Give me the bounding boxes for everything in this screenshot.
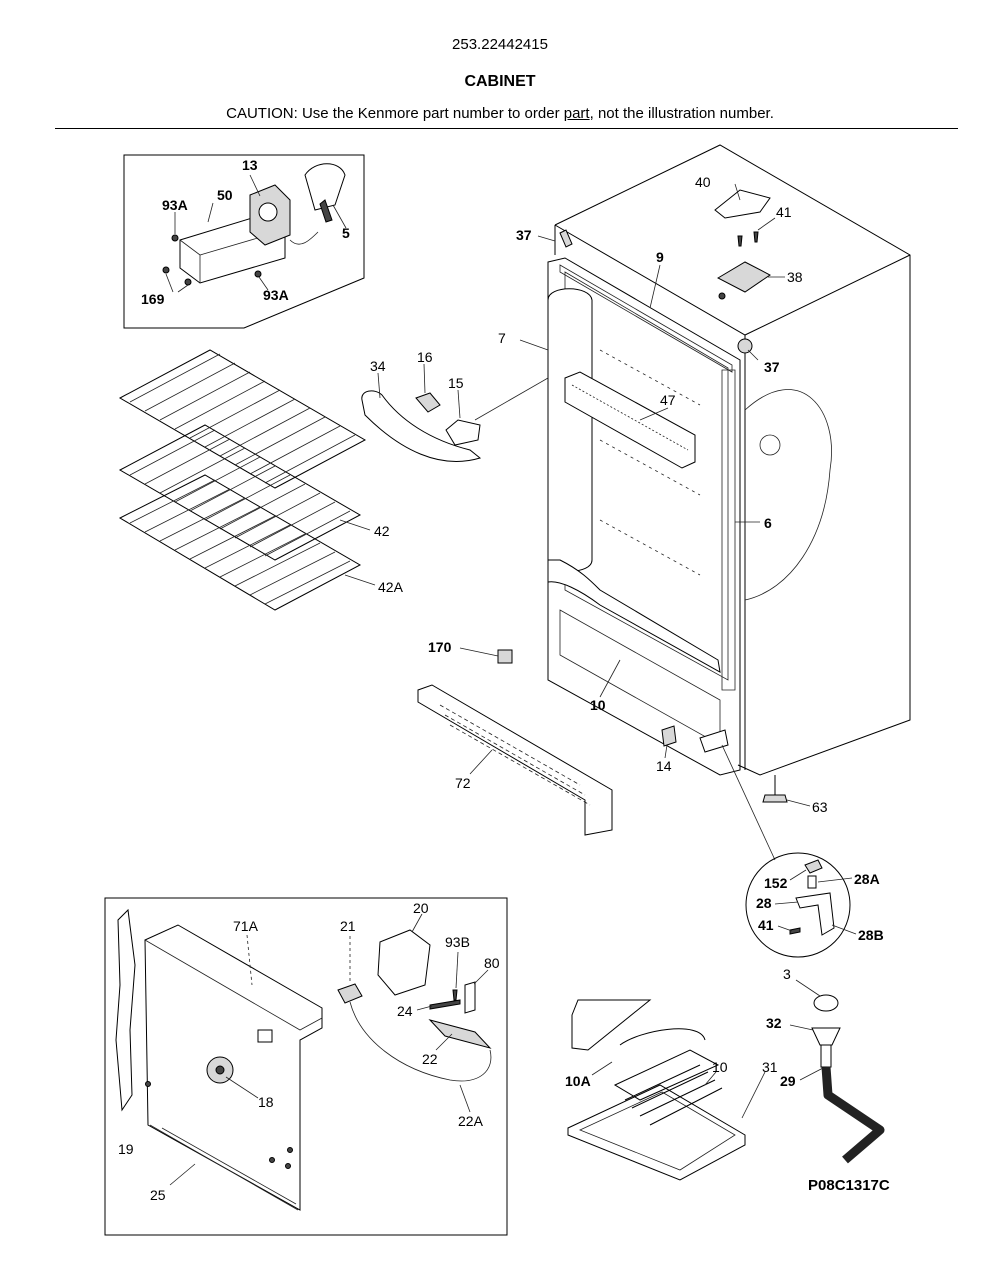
callout-169: 169 [141, 291, 165, 307]
page-title: CABINET [464, 73, 536, 90]
callout-21: 21 [340, 918, 356, 934]
callout-14: 14 [656, 758, 672, 774]
caution-text-suffix: , not the illustration number. [589, 105, 774, 122]
drain-assembly [567, 979, 885, 1181]
callout-42A: 42A [378, 579, 404, 595]
cabinet-body [459, 144, 911, 861]
callout-10A: 10A [565, 1073, 591, 1089]
callout-15: 15 [448, 375, 464, 391]
callout-32: 32 [766, 1015, 782, 1031]
callout-10-coil: 10 [712, 1059, 728, 1075]
callout-170: 170 [428, 639, 452, 655]
callout-42: 42 [374, 523, 390, 539]
callout-50: 50 [217, 187, 233, 203]
callout-37-right: 37 [764, 359, 780, 375]
callout-34: 34 [370, 358, 386, 374]
header-divider [55, 128, 958, 129]
callout-38: 38 [787, 269, 803, 285]
callout-13: 13 [242, 157, 258, 173]
callout-41-top: 41 [776, 204, 792, 220]
callout-6: 6 [764, 515, 772, 531]
callout-37-top: 37 [516, 227, 532, 243]
caution-text-underlined: part [563, 105, 590, 122]
callout-9: 9 [656, 249, 664, 265]
diagram-code: P08C1317C [808, 1177, 890, 1194]
callout-28B: 28B [858, 927, 884, 943]
callout-72: 72 [455, 775, 471, 791]
callout-22A: 22A [458, 1113, 484, 1129]
callout-93A-bottom: 93A [263, 287, 289, 303]
callout-41-hinge: 41 [758, 917, 774, 933]
inset-top-left [123, 154, 365, 329]
callout-18: 18 [258, 1094, 274, 1110]
callout-93A-top: 93A [162, 197, 188, 213]
callout-5: 5 [342, 225, 350, 241]
callout-19: 19 [118, 1141, 134, 1157]
callout-20: 20 [413, 900, 429, 916]
light-assembly [361, 363, 549, 462]
callout-16: 16 [417, 349, 433, 365]
callout-29: 29 [780, 1073, 796, 1089]
callout-40: 40 [695, 174, 711, 190]
callout-28: 28 [756, 895, 772, 911]
callout-10-cabinet: 10 [590, 697, 606, 713]
callout-3: 3 [783, 966, 791, 982]
model-number: 253.22442415 [452, 36, 548, 53]
hinge-detail [745, 852, 857, 958]
callout-22: 22 [422, 1051, 438, 1067]
callout-28A: 28A [854, 871, 880, 887]
toe-grille [417, 684, 613, 836]
callout-31: 31 [762, 1059, 778, 1075]
callout-7: 7 [498, 330, 506, 346]
wire-shelves [118, 349, 376, 611]
callout-25: 25 [150, 1187, 166, 1203]
callout-93B: 93B [445, 934, 470, 950]
caution-text-prefix: CAUTION: Use the Kenmore part number to … [226, 105, 564, 122]
callout-24: 24 [397, 1003, 413, 1019]
inset-bottom-left [104, 897, 508, 1236]
caution-note: CAUTION: Use the Kenmore part number to … [0, 105, 1000, 122]
callout-63: 63 [812, 799, 828, 815]
callout-80: 80 [484, 955, 500, 971]
callout-71A: 71A [233, 918, 259, 934]
callout-152: 152 [764, 875, 788, 891]
callout-47: 47 [660, 392, 676, 408]
